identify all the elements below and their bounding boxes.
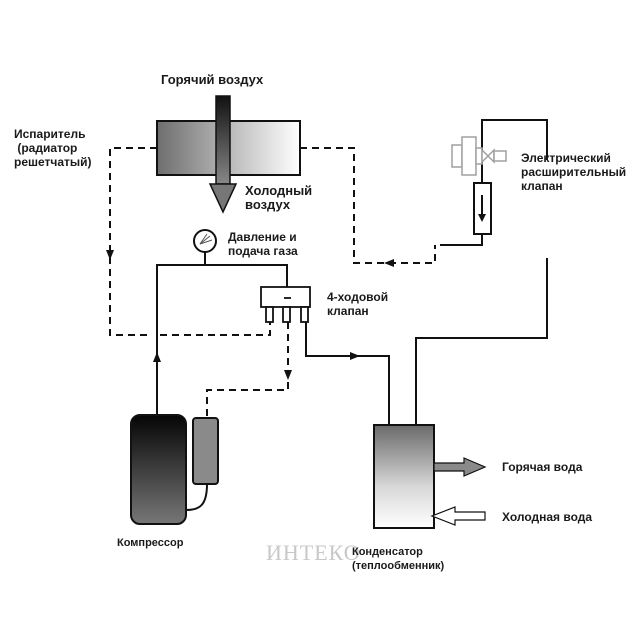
flow-arrow-left [384,259,394,267]
label-evaporator: Испаритель (радиатор решетчатый) [14,127,92,169]
four-way-valve [260,286,311,323]
accumulator [185,417,219,511]
label-hot-water: Горячая вода [502,460,583,474]
flow-arrow-right [350,352,360,360]
compressor [130,414,187,525]
hot-water-arrow [433,457,487,477]
label-hot-air: Горячий воздух [161,72,264,87]
label-cold-air: Холодный воздух [245,183,313,212]
label-cold-water: Холодная вода [502,510,593,524]
label-compressor: Компрессор [117,537,184,549]
expansion-valve-icon [451,136,507,176]
watermark: ИНТЕКО [266,540,361,565]
flow-arrow-up-compressor [153,352,161,362]
dashed-refrigerant-lines [109,147,436,418]
label-pressure: Давление и подача газа [228,230,298,258]
solid-refrigerant-lines [156,119,548,425]
cold-water-arrow [430,506,486,526]
label-condenser: Конденсатор (теплообменник) [352,546,445,572]
flow-arrow-down-left [106,250,114,260]
air-flow-arrow [208,95,238,214]
label-four-way-valve: 4-ходовой клапан [327,290,389,318]
label-expansion-valve: Электрический расширительный клапан [521,151,627,193]
pressure-gauge-icon [193,229,217,253]
flow-arrow-down-valve [284,370,292,380]
condenser [373,424,435,529]
filter-drier-icon [473,182,492,235]
